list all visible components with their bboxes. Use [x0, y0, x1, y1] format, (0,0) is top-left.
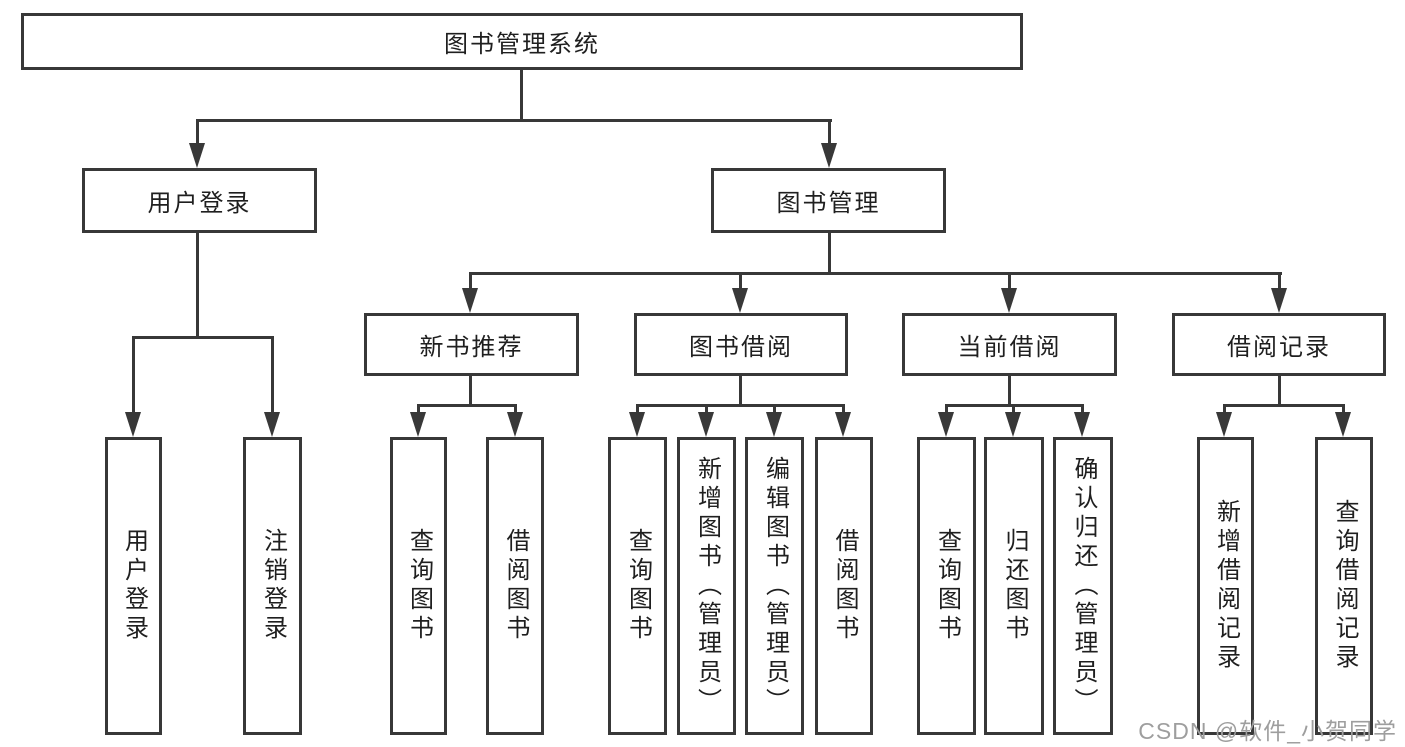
leaf-borrow-books: 借阅图书 — [486, 437, 544, 735]
arrow-down-icon — [1074, 412, 1090, 437]
connector-new-recommend-vertical — [469, 376, 472, 406]
connector-book-borrow-bus — [636, 404, 845, 407]
leaf-query-books: 查询图书 — [608, 437, 667, 735]
leaf-query-borrow-record: 查询借阅记录 — [1315, 437, 1373, 735]
connector-stub-leaf — [739, 272, 742, 292]
leaf-logout: 注销登录 — [243, 437, 302, 735]
connector-root-vertical — [520, 70, 523, 122]
connector-stub-leaf — [1081, 404, 1084, 416]
leaf-edit-books-admin: 编辑图书（管理员） — [745, 437, 804, 735]
leaf-query-books: 查询图书 — [390, 437, 447, 735]
node-current-borrowing: 当前借阅 — [902, 313, 1117, 376]
connector-stub-leaf — [514, 404, 517, 416]
connector-level2-bus — [196, 119, 832, 122]
arrow-down-icon — [732, 288, 748, 313]
arrow-down-icon — [1001, 288, 1017, 313]
arrow-down-icon — [1005, 412, 1021, 437]
connector-stub-leaf — [945, 404, 948, 416]
connector-borrow-record-bus — [1223, 404, 1345, 407]
connector-stub-leaf — [1278, 272, 1281, 292]
node-book-borrowing: 图书借阅 — [634, 313, 848, 376]
leaf-return-books: 归还图书 — [984, 437, 1044, 735]
node-new-book-recommend: 新书推荐 — [364, 313, 579, 376]
connector-stub-leaf — [705, 404, 708, 416]
node-book-management: 图书管理 — [711, 168, 946, 233]
connector-stub-leaf — [132, 336, 135, 416]
arrow-down-icon — [766, 412, 782, 437]
arrow-down-icon — [410, 412, 426, 437]
connector-stub-user-login — [196, 119, 199, 148]
node-user-login: 用户登录 — [82, 168, 317, 233]
connector-stub-leaf — [1223, 404, 1226, 416]
connector-user-login-bus — [132, 336, 274, 339]
connector-borrow-record-vertical — [1278, 376, 1281, 406]
connector-level3-bus — [469, 272, 1282, 275]
leaf-add-books-admin: 新增图书（管理员） — [677, 437, 736, 735]
arrow-down-icon — [189, 143, 205, 168]
csdn-watermark: CSDN @软件_小贺同学 — [1138, 718, 1397, 744]
arrow-down-icon — [698, 412, 714, 437]
connector-stub-leaf — [636, 404, 639, 416]
connector-stub-leaf — [1008, 272, 1011, 292]
leaf-query-books: 查询图书 — [917, 437, 976, 735]
arrow-down-icon — [1271, 288, 1287, 313]
connector-current-borrow-vertical — [1008, 376, 1011, 406]
arrow-down-icon — [264, 412, 280, 437]
connector-stub-leaf — [417, 404, 420, 416]
arrow-down-icon — [462, 288, 478, 313]
arrow-down-icon — [1216, 412, 1232, 437]
leaf-borrow-books: 借阅图书 — [815, 437, 873, 735]
connector-book-management-vertical — [828, 233, 831, 275]
arrow-down-icon — [125, 412, 141, 437]
arrow-down-icon — [629, 412, 645, 437]
connector-stub-leaf — [1012, 404, 1015, 416]
connector-stub-leaf — [469, 272, 472, 292]
arrow-down-icon — [1335, 412, 1351, 437]
connector-book-borrow-vertical — [739, 376, 742, 406]
arrow-down-icon — [835, 412, 851, 437]
connector-stub-leaf — [773, 404, 776, 416]
arrow-down-icon — [938, 412, 954, 437]
arrow-down-icon — [821, 143, 837, 168]
connector-stub-leaf — [1342, 404, 1345, 416]
node-root-system: 图书管理系统 — [21, 13, 1023, 70]
connector-stub-book-management — [828, 119, 831, 148]
leaf-confirm-return-admin: 确认归还（管理员） — [1053, 437, 1113, 735]
arrow-down-icon — [507, 412, 523, 437]
leaf-user-login: 用户登录 — [105, 437, 162, 735]
leaf-add-borrow-record: 新增借阅记录 — [1197, 437, 1254, 735]
connector-stub-leaf — [842, 404, 845, 416]
node-borrowing-records: 借阅记录 — [1172, 313, 1386, 376]
connector-stub-leaf — [271, 336, 274, 416]
connector-user-login-vertical — [196, 233, 199, 338]
connector-new-recommend-bus — [417, 404, 517, 407]
